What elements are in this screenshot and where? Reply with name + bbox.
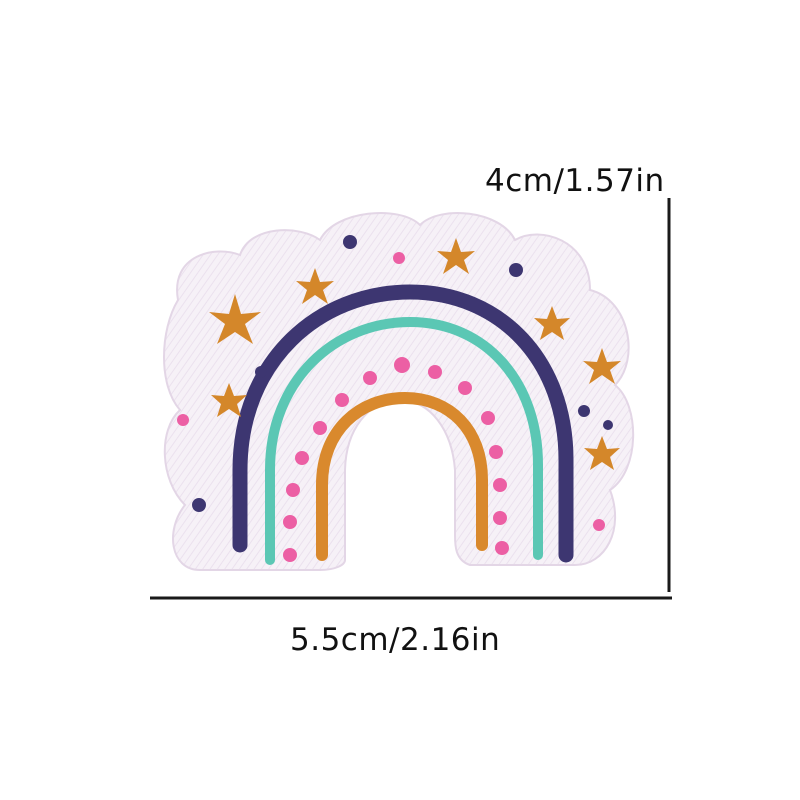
outer-arc bbox=[232, 284, 574, 563]
decorative-dots bbox=[177, 235, 613, 531]
width-dimension-label: 5.5cm/2.16in bbox=[290, 622, 501, 658]
pink-dot-band bbox=[283, 357, 509, 562]
height-dimension-label: 4cm/1.57in bbox=[485, 163, 665, 199]
orange-arc bbox=[316, 391, 488, 561]
patch-backing bbox=[163, 212, 635, 571]
teal-arc bbox=[265, 316, 543, 565]
orange-stars bbox=[209, 238, 621, 470]
rainbow-patch bbox=[163, 212, 635, 571]
